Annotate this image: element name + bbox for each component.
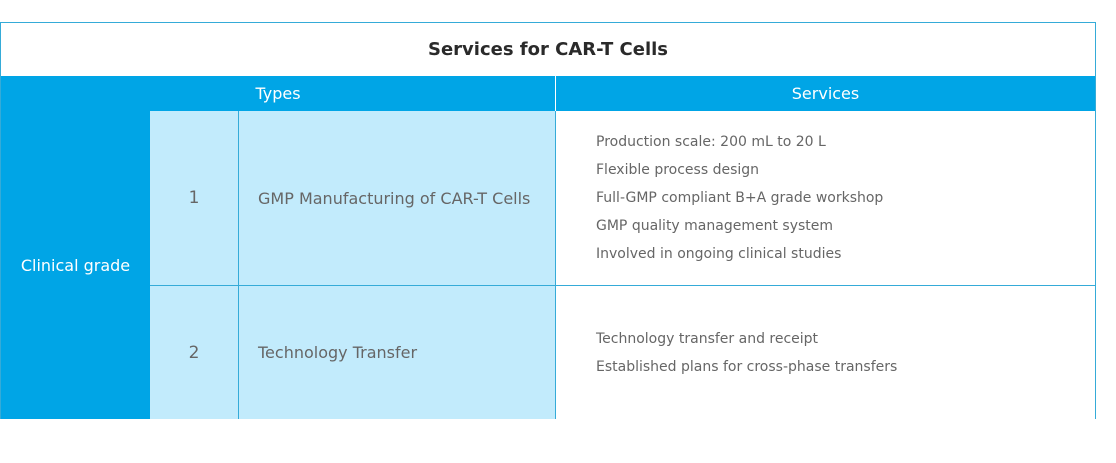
- service-item: Established plans for cross-phase transf…: [596, 358, 898, 375]
- service-item: Technology transfer and receipt: [596, 330, 819, 347]
- row-number-1: 1: [150, 111, 239, 285]
- service-item: Production scale: 200 mL to 20 L: [596, 134, 826, 150]
- table-header-row: Types Services: [1, 76, 1095, 111]
- row-type-2: Technology Transfer: [239, 285, 556, 419]
- service-item: Full-GMP compliant B+A grade workshop: [596, 190, 884, 206]
- service-item: GMP quality management system: [596, 218, 834, 234]
- services-table: Services for CAR-T Cells Types Services …: [0, 22, 1096, 419]
- service-item: Flexible process design: [596, 162, 760, 178]
- header-services: Services: [791, 84, 860, 103]
- service-item: Involved in ongoing clinical studies: [596, 246, 842, 262]
- row-type-1: GMP Manufacturing of CAR-T Cells: [239, 111, 556, 285]
- services-list-1: Production scale: 200 mL to 20 L Flexibl…: [596, 128, 1095, 268]
- table-title: Services for CAR-T Cells: [428, 39, 668, 60]
- row-services-2: Technology transfer and receipt Establis…: [556, 285, 1095, 419]
- header-types: Types: [1, 76, 556, 111]
- row-services-1: Production scale: 200 mL to 20 L Flexibl…: [556, 111, 1095, 285]
- grade-cell: Clinical grade: [1, 111, 150, 419]
- row-number-2: 2: [150, 285, 239, 419]
- services-list-2: Technology transfer and receipt Establis…: [596, 325, 1095, 381]
